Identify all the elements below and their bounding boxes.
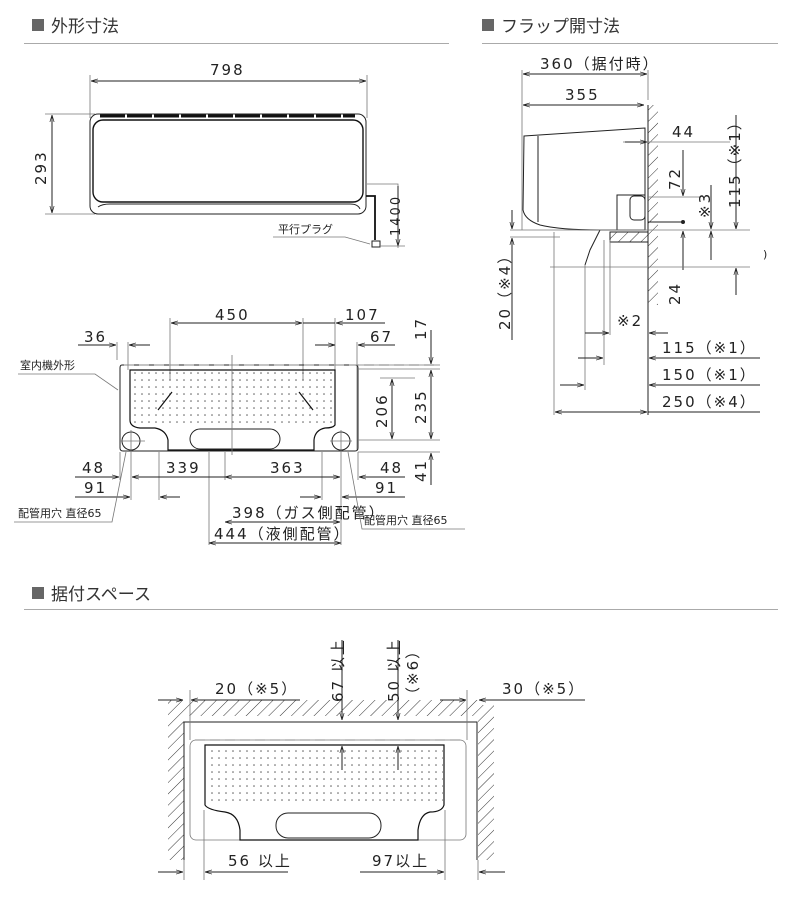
front-view: 798 293 1400 平行プラグ (32, 61, 405, 248)
dim-48-left: 48 (82, 459, 105, 477)
divider (24, 43, 449, 44)
dim-250-note4: 250（※4） (662, 393, 757, 411)
dim-363: 363 (270, 459, 305, 477)
section-title-text: 外形寸法 (51, 17, 119, 37)
square-bullet-icon (482, 18, 494, 31)
dim-67: 67 (370, 328, 393, 346)
dim-50-note6: （※6） (404, 642, 422, 702)
dim-360-installed: 360（据付時） (540, 55, 660, 73)
dim-20-note5: 20（※5） (215, 680, 298, 698)
dim-450: 450 (215, 306, 250, 324)
dim-206: 206 (373, 393, 391, 428)
dim-36: 36 (84, 328, 107, 346)
dim-48-right: 48 (380, 459, 403, 477)
dim-444-liquid-pipe: 444（液側配管） (214, 525, 351, 543)
dim-24: 24 (666, 282, 684, 305)
dim-20-note4: 20（※4） (496, 247, 514, 330)
dim-398-gas-pipe: 398（ガス側配管） (232, 504, 386, 522)
section-title-install-space: 据付スペース (32, 580, 151, 605)
install-space-view: 67 以上 50 以上 （※6） 20（※5） 30（※5） 56 以上 97以… (158, 638, 585, 880)
square-bullet-icon (32, 18, 44, 31)
section-title-text: 据付スペース (51, 585, 151, 605)
label-pipe-hole-right: 配管用穴 直径65 (364, 513, 448, 527)
dim-44: 44 (672, 123, 695, 141)
dim-50-min: 50 以上 (385, 638, 403, 702)
stray-paren: ) (763, 248, 767, 261)
dim-56-min: 56 以上 (228, 852, 292, 870)
dim-41: 41 (412, 459, 430, 482)
section-title-outer-dimensions: 外形寸法 (32, 12, 119, 37)
dim-note-2: ※2 (617, 312, 643, 330)
dim-note-3: ※3 (696, 192, 714, 218)
dim-17: 17 (412, 317, 430, 340)
section-title-flap-dimensions: フラップ開寸法 (482, 12, 620, 37)
flap-side-view: 360（据付時） 355 44 72 ※3 115（※1） 24 ) 20（ (496, 55, 767, 415)
dim-235: 235 (412, 389, 430, 424)
dim-30-note5: 30（※5） (502, 680, 585, 698)
divider (24, 609, 778, 610)
dim-width: 798 (210, 61, 245, 79)
dim-355: 355 (565, 86, 600, 104)
dim-107: 107 (345, 306, 380, 324)
dim-67-min: 67 以上 (329, 638, 347, 702)
divider (482, 43, 778, 44)
label-unit-outline: 室内機外形 (20, 358, 75, 372)
dim-cord-length: 1400 (389, 195, 404, 236)
dim-91-right: 91 (375, 479, 398, 497)
section-title-text: フラップ開寸法 (501, 17, 620, 37)
dim-339: 339 (166, 459, 201, 477)
installation-plate-view: 450 107 36 67 室内機外形 (14, 306, 465, 545)
dim-72: 72 (666, 167, 684, 190)
dim-97-min: 97以上 (372, 852, 429, 870)
dim-115-vertical: 115（※1） (726, 113, 744, 208)
plug-label: 平行プラグ (278, 222, 333, 236)
dim-91-left: 91 (84, 479, 107, 497)
dim-height: 293 (32, 150, 50, 185)
dim-115-horizontal: 115（※1） (662, 339, 757, 357)
dim-150: 150（※1） (662, 366, 757, 384)
square-bullet-icon (32, 586, 44, 599)
label-pipe-hole-left: 配管用穴 直径65 (18, 506, 102, 520)
